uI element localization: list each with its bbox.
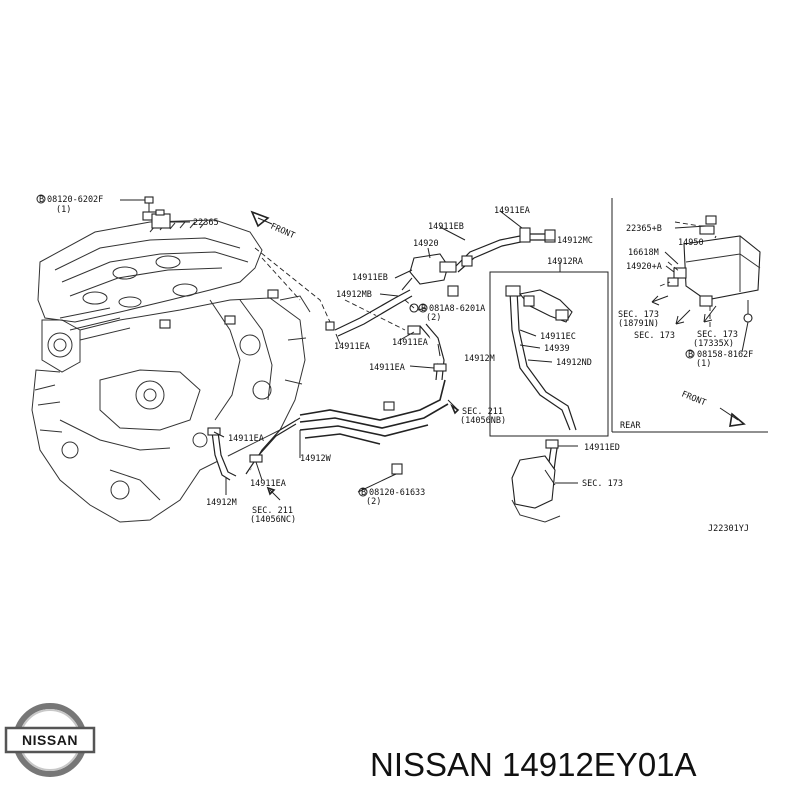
bolt-marker-b: B bbox=[361, 488, 366, 498]
label-14911ea-b: 14911EA bbox=[392, 338, 428, 348]
label-sec173-c: SEC. 173 bbox=[634, 331, 675, 341]
part-labels: B 08120-6202F (1) 22365 FRONT 14911EA 14… bbox=[36, 194, 753, 534]
label-08158-qty: (1) bbox=[696, 359, 711, 369]
lower-canister-area bbox=[511, 439, 561, 523]
inset-14912ra bbox=[489, 271, 609, 437]
sec211b-arrowhead bbox=[266, 486, 276, 496]
logo-text: NISSAN bbox=[22, 732, 78, 748]
label-sec211-b: SEC. 211 bbox=[252, 506, 293, 516]
label-081a8-qty: (2) bbox=[426, 313, 441, 323]
label-sec173-b: SEC. 173 bbox=[618, 310, 659, 320]
label-14911ea-d: 14911EA bbox=[228, 434, 264, 444]
label-14911eb-a: 14911EB bbox=[428, 222, 464, 232]
label-14912w: 14912W bbox=[300, 454, 332, 464]
label-14939: 14939 bbox=[544, 344, 570, 354]
label-14912mc: 14912MC bbox=[557, 236, 593, 246]
label-14950: 14950 bbox=[678, 238, 704, 248]
label-08120-61633: 08120-61633 bbox=[369, 488, 425, 498]
label-14056nb: (14056NB) bbox=[460, 416, 506, 426]
label-17335x: (17335X) bbox=[693, 339, 734, 349]
bolt-marker-b: B bbox=[688, 350, 693, 360]
label-14912nd: 14912ND bbox=[556, 358, 592, 368]
hose-routing bbox=[207, 227, 556, 481]
rear-panel bbox=[611, 198, 768, 433]
label-rear: REAR bbox=[620, 421, 641, 431]
label-16618m: 16618M bbox=[628, 248, 659, 258]
label-front-left: FRONT bbox=[269, 222, 296, 242]
label-14911ea-a: 14911EA bbox=[334, 342, 370, 352]
label-14912m-b: 14912M bbox=[206, 498, 237, 508]
label-18791n: (18791N) bbox=[618, 319, 659, 329]
label-sec211-a: SEC. 211 bbox=[462, 407, 503, 417]
label-14912ra: 14912RA bbox=[547, 257, 583, 267]
label-14056nc: (14056NC) bbox=[250, 515, 296, 525]
label-14911ea-e: 14911EA bbox=[250, 479, 286, 489]
label-081a8-6201a: 081A8-6201A bbox=[429, 304, 485, 314]
label-14911ea-top: 14911EA bbox=[494, 206, 530, 216]
label-08120-6202f: 08120-6202F bbox=[47, 195, 103, 205]
label-08158-8162f: 08158-8162F bbox=[697, 350, 753, 360]
label-14920a: 14920+A bbox=[626, 262, 662, 272]
label-22365: 22365 bbox=[193, 218, 219, 228]
valve-22365 bbox=[151, 209, 171, 229]
label-sec173-a: SEC. 173 bbox=[582, 479, 623, 489]
label-14912m-a: 14912M bbox=[464, 354, 495, 364]
bolt-marker-b: B bbox=[421, 304, 426, 314]
label-front-right: FRONT bbox=[680, 390, 707, 409]
leader-lines bbox=[120, 199, 749, 495]
nissan-logo: NISSAN bbox=[4, 703, 96, 777]
label-08120-61633-qty: (2) bbox=[366, 497, 381, 507]
front-arrow-left bbox=[250, 210, 273, 228]
label-14911eb-b: 14911EB bbox=[352, 273, 388, 283]
part-number-caption: NISSAN 14912EY01A bbox=[370, 746, 697, 783]
label-14911ea-c: 14911EA bbox=[369, 363, 405, 373]
bolt-marker-b: B bbox=[39, 195, 44, 205]
label-08120-6202f-qty: (1) bbox=[56, 205, 71, 215]
label-14911ec: 14911EC bbox=[540, 332, 576, 342]
label-22365b: 22365+B bbox=[626, 224, 662, 234]
engine-illustration bbox=[31, 219, 335, 523]
logo-bar bbox=[4, 726, 96, 754]
label-14912mb: 14912MB bbox=[336, 290, 372, 300]
bolt-marker-icon bbox=[685, 349, 695, 359]
bolt-marker-icon bbox=[358, 487, 368, 497]
sec211-arrowhead bbox=[450, 403, 460, 415]
bolt-marker-icon bbox=[418, 303, 428, 313]
label-drawing-code: J22301YJ bbox=[708, 524, 749, 534]
label-14920: 14920 bbox=[413, 239, 439, 249]
label-14911ed: 14911ED bbox=[584, 443, 620, 453]
label-sec173-d: SEC. 173 bbox=[697, 330, 738, 340]
front-arrow-right bbox=[719, 407, 746, 427]
bolt-marker-icon bbox=[36, 194, 46, 204]
